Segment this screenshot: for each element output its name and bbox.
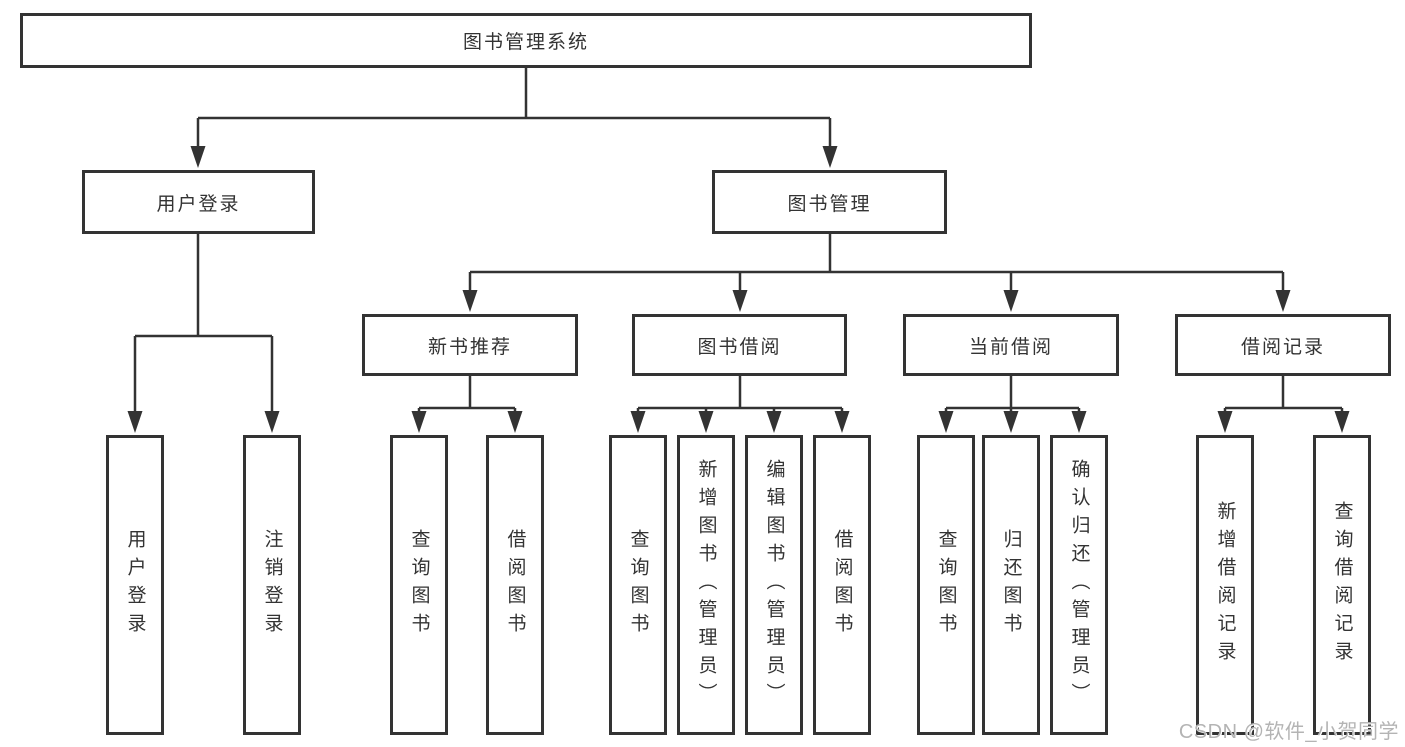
node-root: 图书管理系统	[20, 13, 1032, 68]
node-current-borrowing: 当前借阅	[903, 314, 1119, 376]
leaf-confirm-return-admin: 确认归还（管理员）	[1050, 435, 1108, 735]
leaf-confirm-return-admin-label: 确认归还（管理员）	[1068, 459, 1090, 711]
leaf-query-books-current-label: 查询图书	[935, 529, 957, 641]
leaf-user-login-label: 用户登录	[124, 529, 146, 641]
leaf-query-books-recommend: 查询图书	[390, 435, 448, 735]
node-root-label: 图书管理系统	[462, 32, 589, 53]
node-current-borrowing-label: 当前借阅	[968, 336, 1053, 358]
leaf-edit-book-admin: 编辑图书（管理员）	[745, 435, 803, 735]
leaf-borrow-books-recommend: 借阅图书	[486, 435, 544, 735]
leaf-borrow-books-label: 借阅图书	[831, 529, 853, 641]
node-book-management: 图书管理	[712, 170, 947, 234]
leaf-query-books-borrowing-label: 查询图书	[627, 529, 649, 641]
leaf-return-book: 归还图书	[982, 435, 1040, 735]
node-new-book-recommend: 新书推荐	[362, 314, 578, 376]
leaf-query-borrow-record-label: 查询借阅记录	[1331, 501, 1353, 669]
node-borrow-records-label: 借阅记录	[1240, 336, 1325, 358]
leaf-logout: 注销登录	[243, 435, 301, 735]
leaf-add-book-admin-label: 新增图书（管理员）	[695, 459, 717, 711]
leaf-query-books-borrowing: 查询图书	[609, 435, 667, 735]
leaf-borrow-books-recommend-label: 借阅图书	[504, 529, 526, 641]
leaf-edit-book-admin-label: 编辑图书（管理员）	[763, 459, 785, 711]
leaf-add-borrow-record: 新增借阅记录	[1196, 435, 1254, 735]
leaf-add-borrow-record-label: 新增借阅记录	[1214, 501, 1236, 669]
leaf-return-book-label: 归还图书	[1000, 529, 1022, 641]
node-user-login-branch: 用户登录	[82, 170, 315, 234]
node-book-management-label: 图书管理	[787, 193, 872, 215]
leaf-user-login: 用户登录	[106, 435, 164, 735]
node-book-borrowing-label: 图书借阅	[697, 336, 782, 358]
leaf-borrow-books: 借阅图书	[813, 435, 871, 735]
leaf-query-borrow-record: 查询借阅记录	[1313, 435, 1371, 735]
leaf-query-books-current: 查询图书	[917, 435, 975, 735]
csdn-watermark: CSDN @软件_小贺同学	[1178, 721, 1399, 743]
node-book-borrowing: 图书借阅	[632, 314, 847, 376]
node-new-book-recommend-label: 新书推荐	[427, 336, 512, 358]
node-user-login-branch-label: 用户登录	[156, 193, 241, 215]
node-borrow-records: 借阅记录	[1175, 314, 1391, 376]
leaf-add-book-admin: 新增图书（管理员）	[677, 435, 735, 735]
leaf-logout-label: 注销登录	[261, 529, 283, 641]
leaf-query-books-recommend-label: 查询图书	[408, 529, 430, 641]
